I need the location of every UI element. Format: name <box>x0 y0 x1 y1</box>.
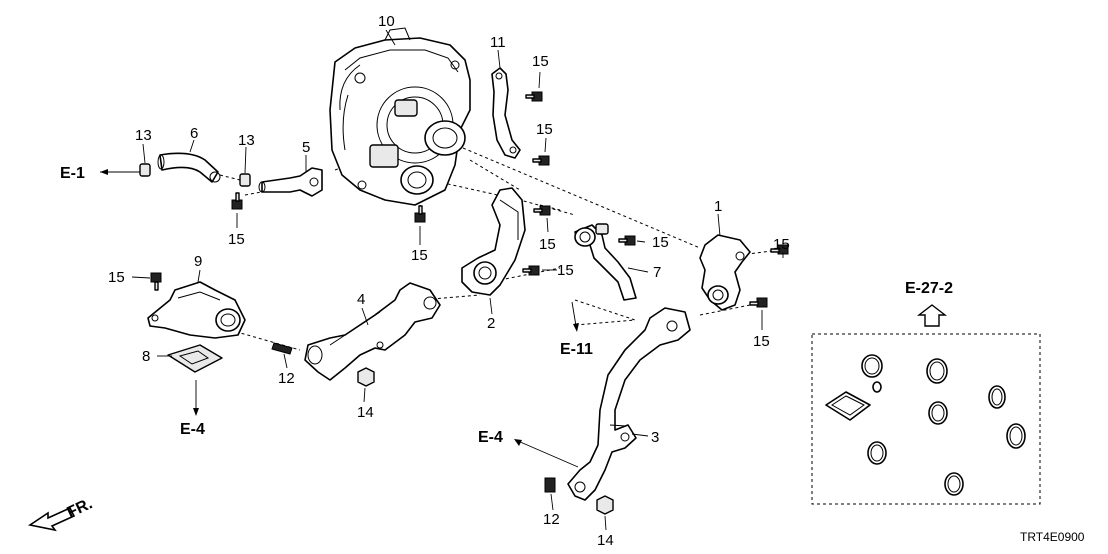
callout-15-d: 15 <box>411 247 428 264</box>
callout-4: 4 <box>357 291 365 308</box>
callout-15-j: 15 <box>753 333 770 350</box>
e1-arrow <box>100 169 140 175</box>
callout-13-left: 13 <box>135 127 152 144</box>
part-13-clamp-right <box>239 173 251 187</box>
part-12-stud-lower <box>544 477 556 493</box>
e4-bottom-arrow <box>514 439 579 468</box>
part-2-pipe <box>461 187 526 296</box>
part-7-hose <box>574 223 637 301</box>
callout-3: 3 <box>651 429 659 446</box>
callout-10: 10 <box>378 13 395 30</box>
ref-e11: E-11 <box>560 341 593 358</box>
ref-e1: E-1 <box>60 165 85 182</box>
callout-7: 7 <box>653 264 661 281</box>
callout-2: 2 <box>487 315 495 332</box>
callout-14-lower: 14 <box>597 532 614 549</box>
callout-13-right: 13 <box>238 132 255 149</box>
callout-15-f: 15 <box>652 234 669 251</box>
part-14-nut-upper <box>357 367 375 387</box>
callout-15-e: 15 <box>539 236 556 253</box>
part-9-flange <box>147 281 246 339</box>
part-14-nut-lower <box>596 495 614 515</box>
callout-8: 8 <box>142 348 150 365</box>
part-12-stud-upper <box>271 342 293 355</box>
callout-6: 6 <box>190 125 198 142</box>
reference-labels: E-1 E-4 E-11 E-4 E-27-2 FR. TRT4E0900 <box>60 165 1085 544</box>
part-1-outlet <box>699 234 751 311</box>
ref-e4-left: E-4 <box>180 421 205 438</box>
part-6-hose <box>157 152 221 183</box>
e4-left-arrow <box>193 380 199 416</box>
part-8-gasket <box>167 344 223 373</box>
ref-e27-2: E-27-2 <box>905 280 953 297</box>
callout-15-h: 15 <box>108 269 125 286</box>
callout-15-c: 15 <box>228 231 245 248</box>
part-5-sensor <box>258 167 323 197</box>
callout-15-b: 15 <box>536 121 553 138</box>
callout-12-lower: 12 <box>543 511 560 528</box>
callout-9: 9 <box>194 253 202 270</box>
part-3-pipe <box>567 307 691 501</box>
ref-e4-bottom: E-4 <box>478 429 503 446</box>
callout-numbers: 10 11 13 6 13 5 15 15 15 15 15 15 15 15 … <box>108 13 790 549</box>
e11-arrow <box>571 301 579 332</box>
front-marker-label: FR. <box>65 495 96 521</box>
callout-15-a: 15 <box>532 53 549 70</box>
leader-lines <box>131 29 784 531</box>
callout-5: 5 <box>302 139 310 156</box>
callout-11: 11 <box>490 34 506 51</box>
e27-2-kit-box <box>811 333 1041 505</box>
callout-12-upper: 12 <box>278 370 295 387</box>
callout-14-upper: 14 <box>357 404 374 421</box>
callout-15-g: 15 <box>557 262 574 279</box>
part-11-bracket <box>491 67 521 159</box>
callout-1: 1 <box>714 198 722 215</box>
part-15-bolts <box>150 91 789 308</box>
part-10-housing <box>329 27 471 206</box>
diagram-code: TRT4E0900 <box>1020 530 1085 544</box>
arrow-up-outline-icon <box>916 304 948 327</box>
part-4-pipe <box>304 282 441 381</box>
callout-15-i: 15 <box>773 236 790 253</box>
front-direction-arrow-icon <box>27 506 76 532</box>
part-13-clamp-left <box>139 163 151 177</box>
